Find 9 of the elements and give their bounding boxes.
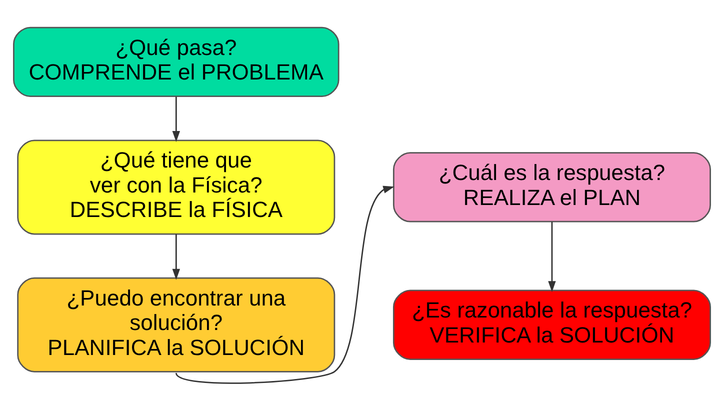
node-box: ¿Puedo encontrar una solución? PLANIFICA la SOLUCIÓN: [17, 276, 336, 372]
arrow: [548, 221, 556, 292]
arrow: [176, 185, 394, 384]
arrow: [172, 234, 180, 280]
node-box: ¿Qué pasa? COMPRENDE el PROBLEMA: [13, 26, 340, 97]
node-box: ¿Qué tiene que ver con la Física? DESCRIBE la FÍSICA: [17, 139, 336, 234]
node-box: ¿Cuál es la respuesta? REALIZA el PLAN: [392, 152, 711, 222]
node-box: ¿Es razonable la respuesta? VERIFICA la SOLUCIÓN: [392, 289, 711, 360]
arrow: [172, 96, 180, 142]
